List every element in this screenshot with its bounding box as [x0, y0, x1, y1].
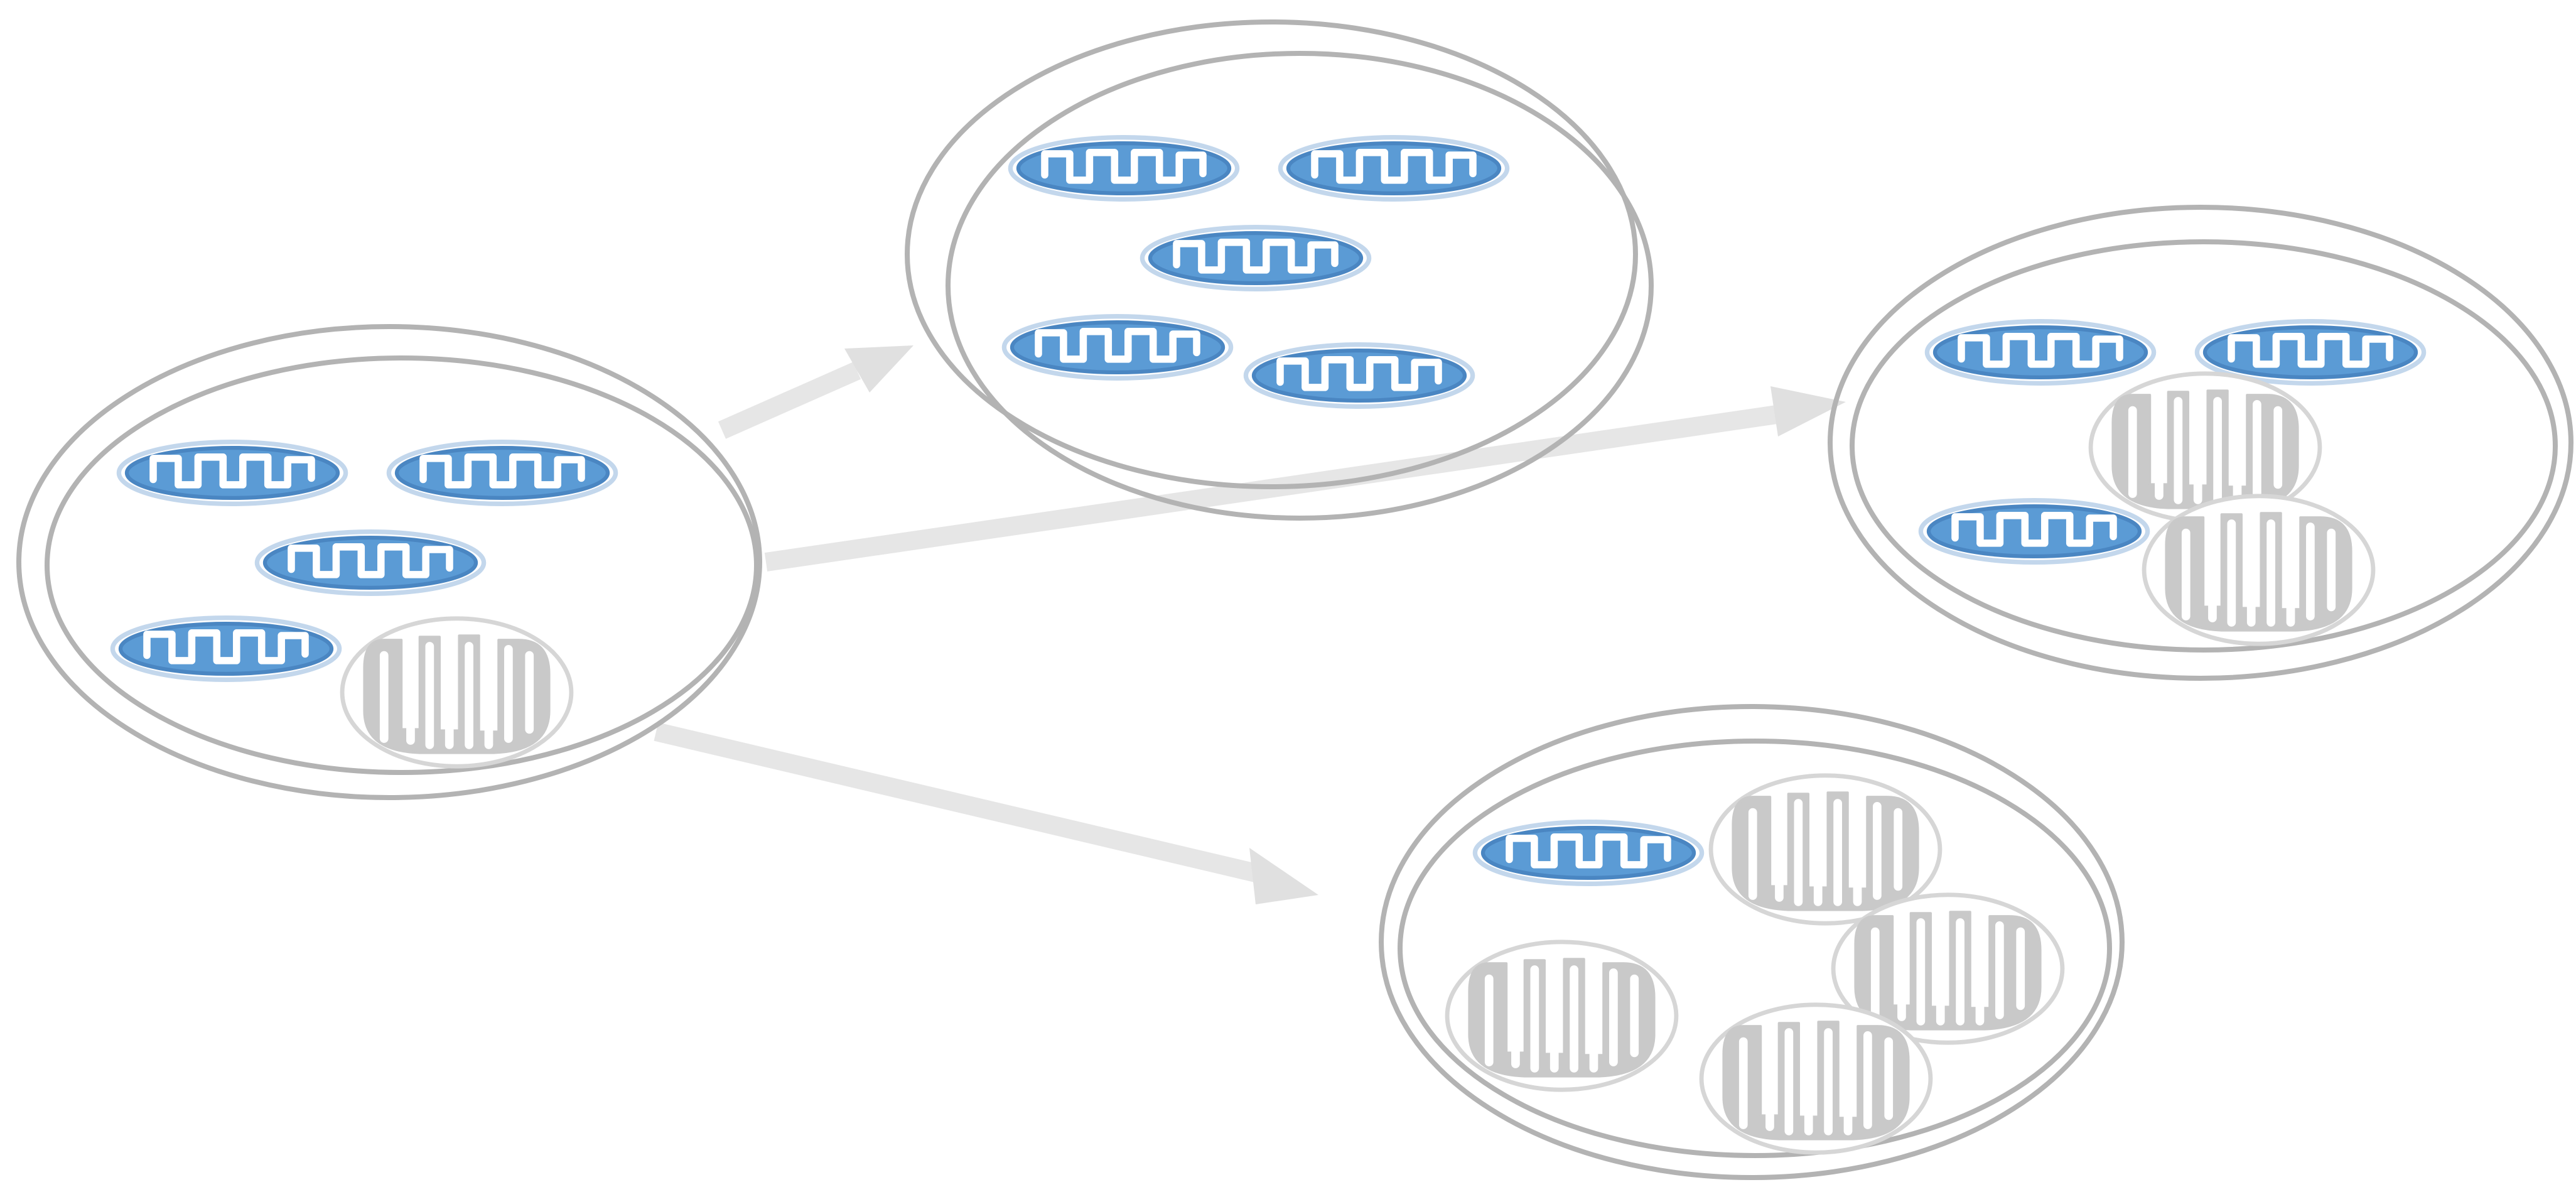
healthy-mitochondrion-icon — [1010, 138, 1237, 200]
damaged-mitochondrion-icon — [342, 619, 571, 766]
arrow-to-top-cell — [718, 345, 913, 439]
damaged-mitochondrion-icon — [1447, 942, 1676, 1090]
healthy-mitochondrion-icon — [1475, 822, 1701, 884]
healthy-mitochondrion-icon — [1280, 138, 1507, 200]
arrow-to-bottom-cell — [654, 722, 1318, 904]
healthy-mitochondrion-icon — [1921, 501, 2147, 563]
healthy-mitochondrion-icon — [389, 442, 615, 504]
healthy-mitochondrion-icon — [1004, 317, 1231, 379]
damaged-mitochondrion-icon — [1701, 1005, 1931, 1152]
cell-bottom — [1379, 704, 2125, 1180]
arrow-to-middle-right-cell — [764, 386, 1846, 572]
healthy-mitochondrion-icon — [1927, 322, 2153, 384]
healthy-mitochondrion-icon — [1142, 227, 1369, 290]
healthy-mitochondrion-icon — [1246, 345, 1472, 407]
cell-parent — [16, 324, 762, 800]
cell-middle-right — [1828, 205, 2573, 681]
healthy-mitochondrion-icon — [257, 532, 483, 594]
cell-top — [905, 19, 1654, 521]
healthy-mitochondrion-icon — [112, 618, 339, 680]
healthy-mitochondrion-icon — [119, 442, 345, 504]
damaged-mitochondrion-icon — [2144, 496, 2373, 644]
